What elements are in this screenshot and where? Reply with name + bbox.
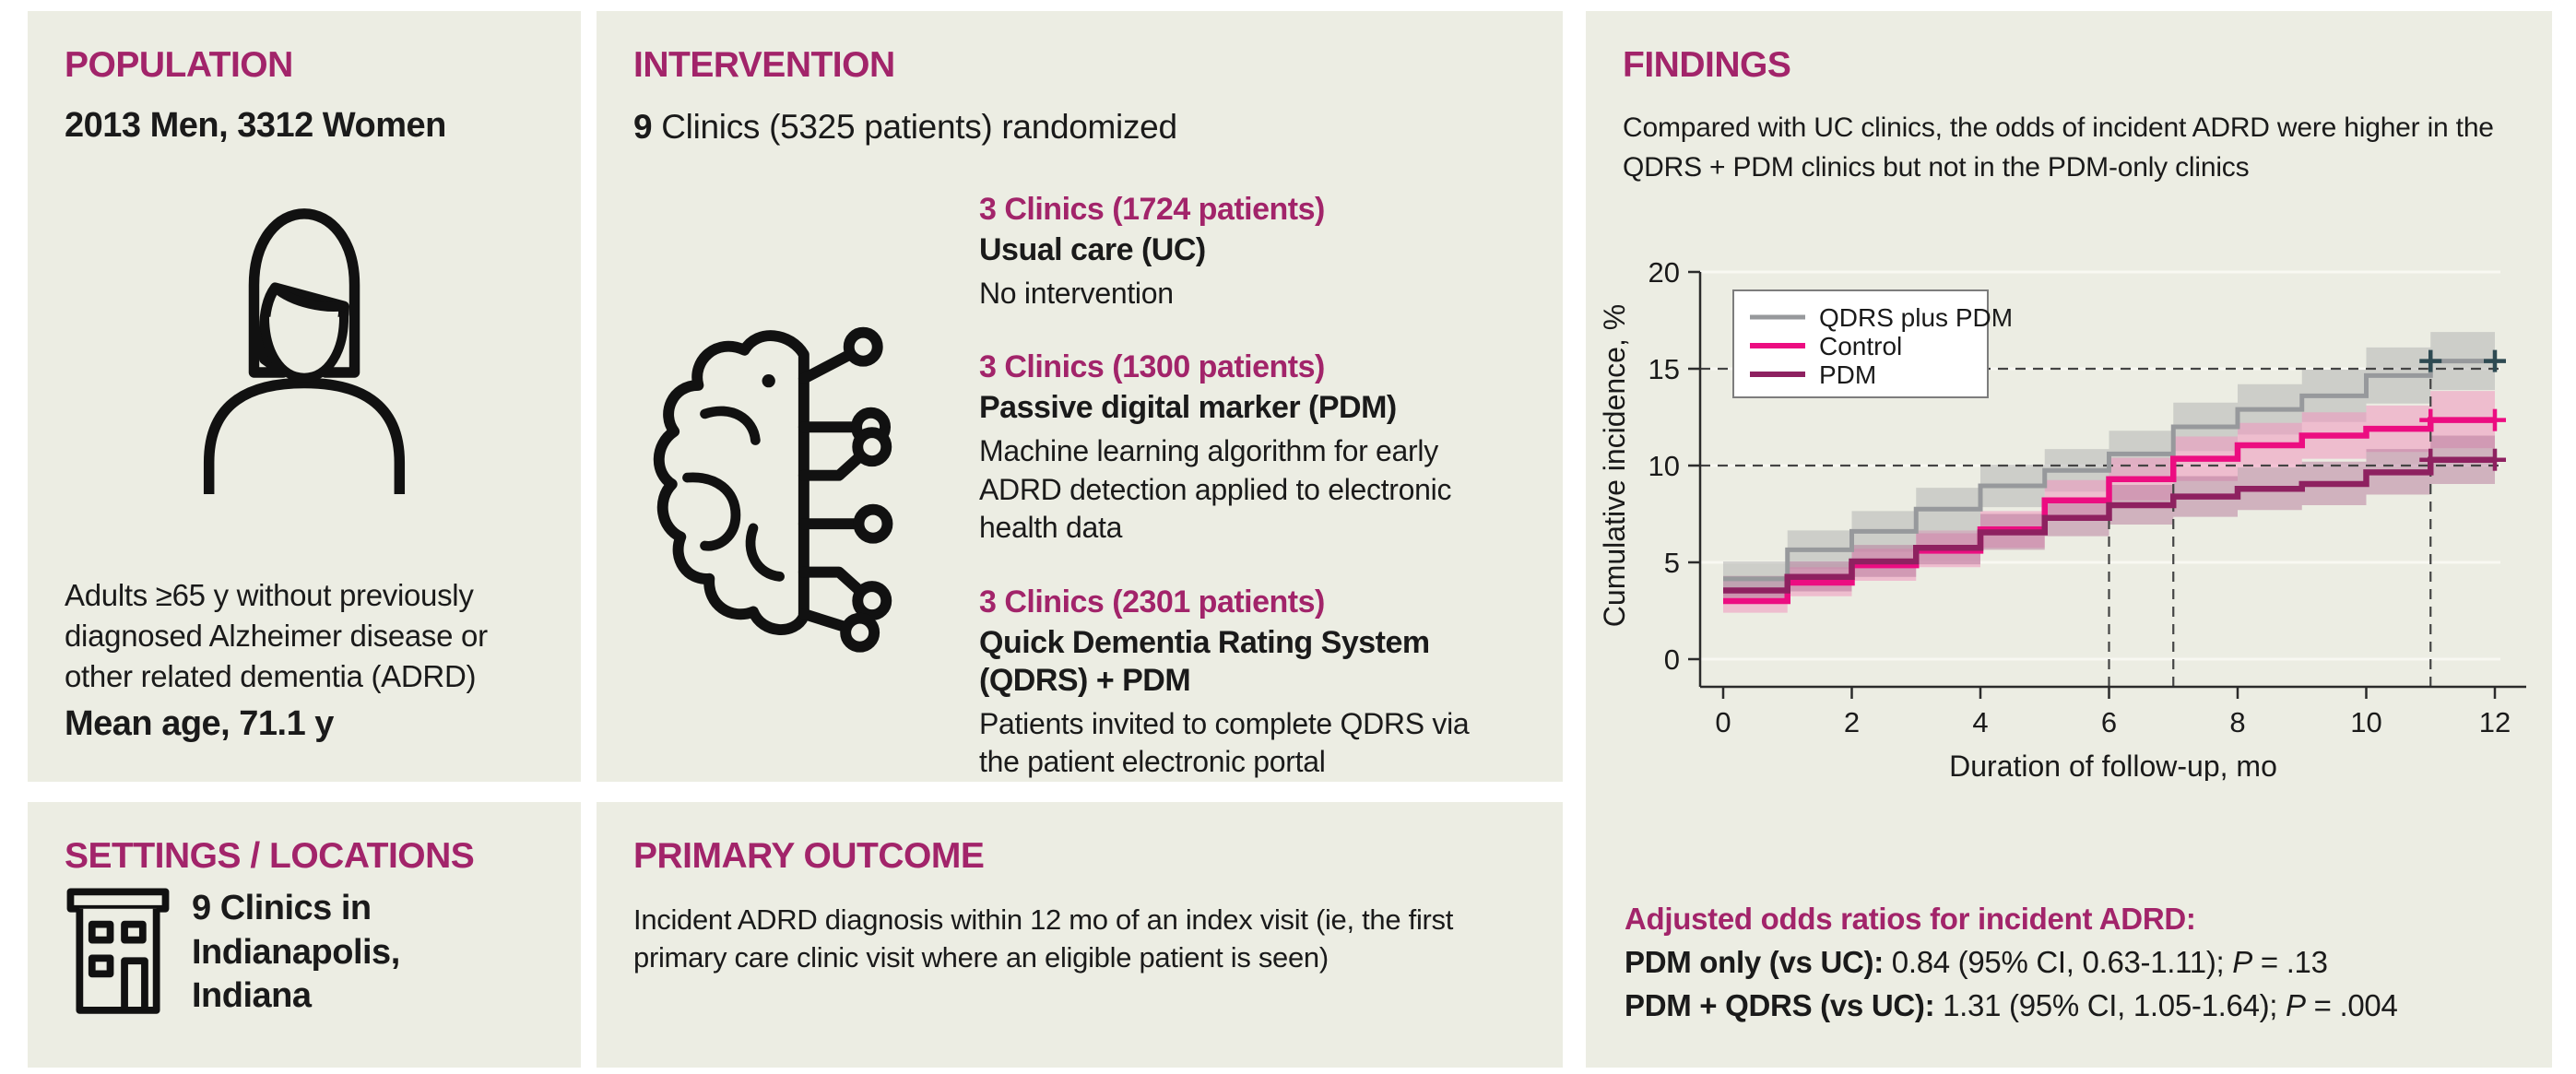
group-desc: Machine learning algorithm for early ADR…	[979, 434, 1452, 545]
settings-text: 9 Clinics in Indianapolis, Indiana	[192, 887, 400, 1019]
svg-text:5: 5	[1664, 547, 1680, 579]
svg-text:PDM: PDM	[1819, 360, 1876, 389]
building-icon	[63, 878, 173, 1021]
svg-text:QDRS plus PDM: QDRS plus PDM	[1819, 303, 2013, 332]
intervention-subtitle-rest: Clinics (5325 patients) randomized	[652, 107, 1177, 146]
intervention-group-qdrs-pdm: 3 Clinics (2301 patients) Quick Dementia…	[979, 584, 1532, 782]
svg-text:10: 10	[1648, 450, 1680, 482]
findings-intro: Compared with UC clinics, the odds of in…	[1623, 112, 2494, 183]
svg-text:6: 6	[2101, 706, 2117, 738]
group-name: Usual care (UC)	[979, 232, 1206, 267]
intervention-subtitle: 9 Clinics (5325 patients) randomized	[633, 104, 1526, 149]
population-description: Adults ≥65 y without previously diagnose…	[65, 575, 544, 697]
svg-text:10: 10	[2350, 706, 2381, 738]
odds-value: 1.31 (95% CI, 1.05-1.64);	[1934, 987, 2286, 1022]
intervention-group-pdm: 3 Clinics (1300 patients) Passive digita…	[979, 349, 1532, 548]
svg-text:0: 0	[1664, 643, 1680, 676]
odds-pval: = .13	[2251, 944, 2328, 979]
odds-line-pdm: PDM only (vs UC): 0.84 (95% CI, 0.63-1.1…	[1625, 941, 2528, 985]
population-mean-age: Mean age, 71.1 y	[65, 703, 334, 743]
group-head: 3 Clinics (1724 patients)	[979, 192, 1325, 227]
primary-outcome-text: Incident ADRD diagnosis within 12 mo of …	[633, 903, 1454, 974]
settings-text-line: 9 Clinics in	[192, 889, 372, 927]
primary-outcome-panel: PRIMARY OUTCOME Incident ADRD diagnosis …	[597, 802, 1563, 1068]
group-name: Passive digital marker (PDM)	[979, 390, 1397, 426]
intervention-panel: INTERVENTION 9 Clinics (5325 patients) r…	[597, 11, 1563, 782]
odds-label: PDM only (vs UC):	[1625, 944, 1884, 979]
population-desc-line: Adults ≥65 y without previously	[65, 577, 474, 612]
svg-text:15: 15	[1648, 353, 1680, 385]
svg-text:20: 20	[1648, 256, 1680, 289]
odds-label: PDM + QDRS (vs UC):	[1625, 987, 1935, 1022]
population-desc-line: other related dementia (ADRD)	[65, 658, 477, 693]
svg-text:4: 4	[1972, 706, 1988, 738]
intervention-group-uc: 3 Clinics (1724 patients) Usual care (UC…	[979, 192, 1532, 313]
svg-text:Control: Control	[1819, 332, 1902, 360]
svg-text:8: 8	[2229, 706, 2245, 738]
population-title: POPULATION	[65, 45, 293, 85]
settings-panel: SETTINGS / LOCATIONS 9 Clinics in Indian…	[28, 802, 581, 1068]
population-subtitle: 2013 Men, 3312 Women	[65, 105, 446, 145]
settings-title: SETTINGS / LOCATIONS	[65, 836, 475, 876]
odds-pval: = .004	[2305, 987, 2398, 1022]
population-panel: POPULATION 2013 Men, 3312 Women Adults ≥…	[28, 11, 581, 782]
brain-circuit-icon	[639, 304, 925, 673]
group-desc: Patients invited to complete QDRS via th…	[979, 706, 1470, 779]
group-head: 3 Clinics (1300 patients)	[979, 349, 1325, 385]
svg-text:Cumulative incidence, %: Cumulative incidence, %	[1598, 304, 1631, 627]
settings-text-line: Indianapolis,	[192, 932, 400, 972]
odds-value: 0.84 (95% CI, 0.63-1.11);	[1883, 944, 2233, 979]
odds-p: P	[2232, 944, 2252, 979]
intervention-subtitle-number: 9	[633, 107, 653, 146]
odds-ratios-block: Adjusted odds ratios for incident ADRD: …	[1625, 898, 2528, 1028]
settings-text-line: Indiana	[192, 976, 312, 1015]
odds-line-pdm-qdrs: PDM + QDRS (vs UC): 1.31 (95% CI, 1.05-1…	[1625, 985, 2528, 1028]
svg-text:12: 12	[2479, 706, 2511, 738]
group-head: 3 Clinics (2301 patients)	[979, 584, 1325, 620]
findings-title: FINDINGS	[1623, 45, 1791, 85]
group-desc: No intervention	[979, 276, 1174, 310]
odds-title: Adjusted odds ratios for incident ADRD:	[1625, 902, 2196, 936]
group-name: Quick Dementia Rating System (QDRS) + PD…	[979, 624, 1430, 698]
svg-text:Duration of follow-up, mo: Duration of follow-up, mo	[1949, 749, 2277, 781]
findings-panel: FINDINGS Compared with UC clinics, the o…	[1586, 11, 2552, 1068]
person-icon	[166, 190, 443, 494]
population-desc-line: diagnosed Alzheimer disease or	[65, 618, 488, 653]
odds-p: P	[2286, 987, 2306, 1022]
svg-text:0: 0	[1715, 706, 1731, 738]
primary-outcome-title: PRIMARY OUTCOME	[633, 836, 985, 876]
svg-text:2: 2	[1844, 706, 1860, 738]
intervention-groups: 3 Clinics (1724 patients) Usual care (UC…	[979, 192, 1532, 819]
intervention-title: INTERVENTION	[633, 45, 895, 85]
